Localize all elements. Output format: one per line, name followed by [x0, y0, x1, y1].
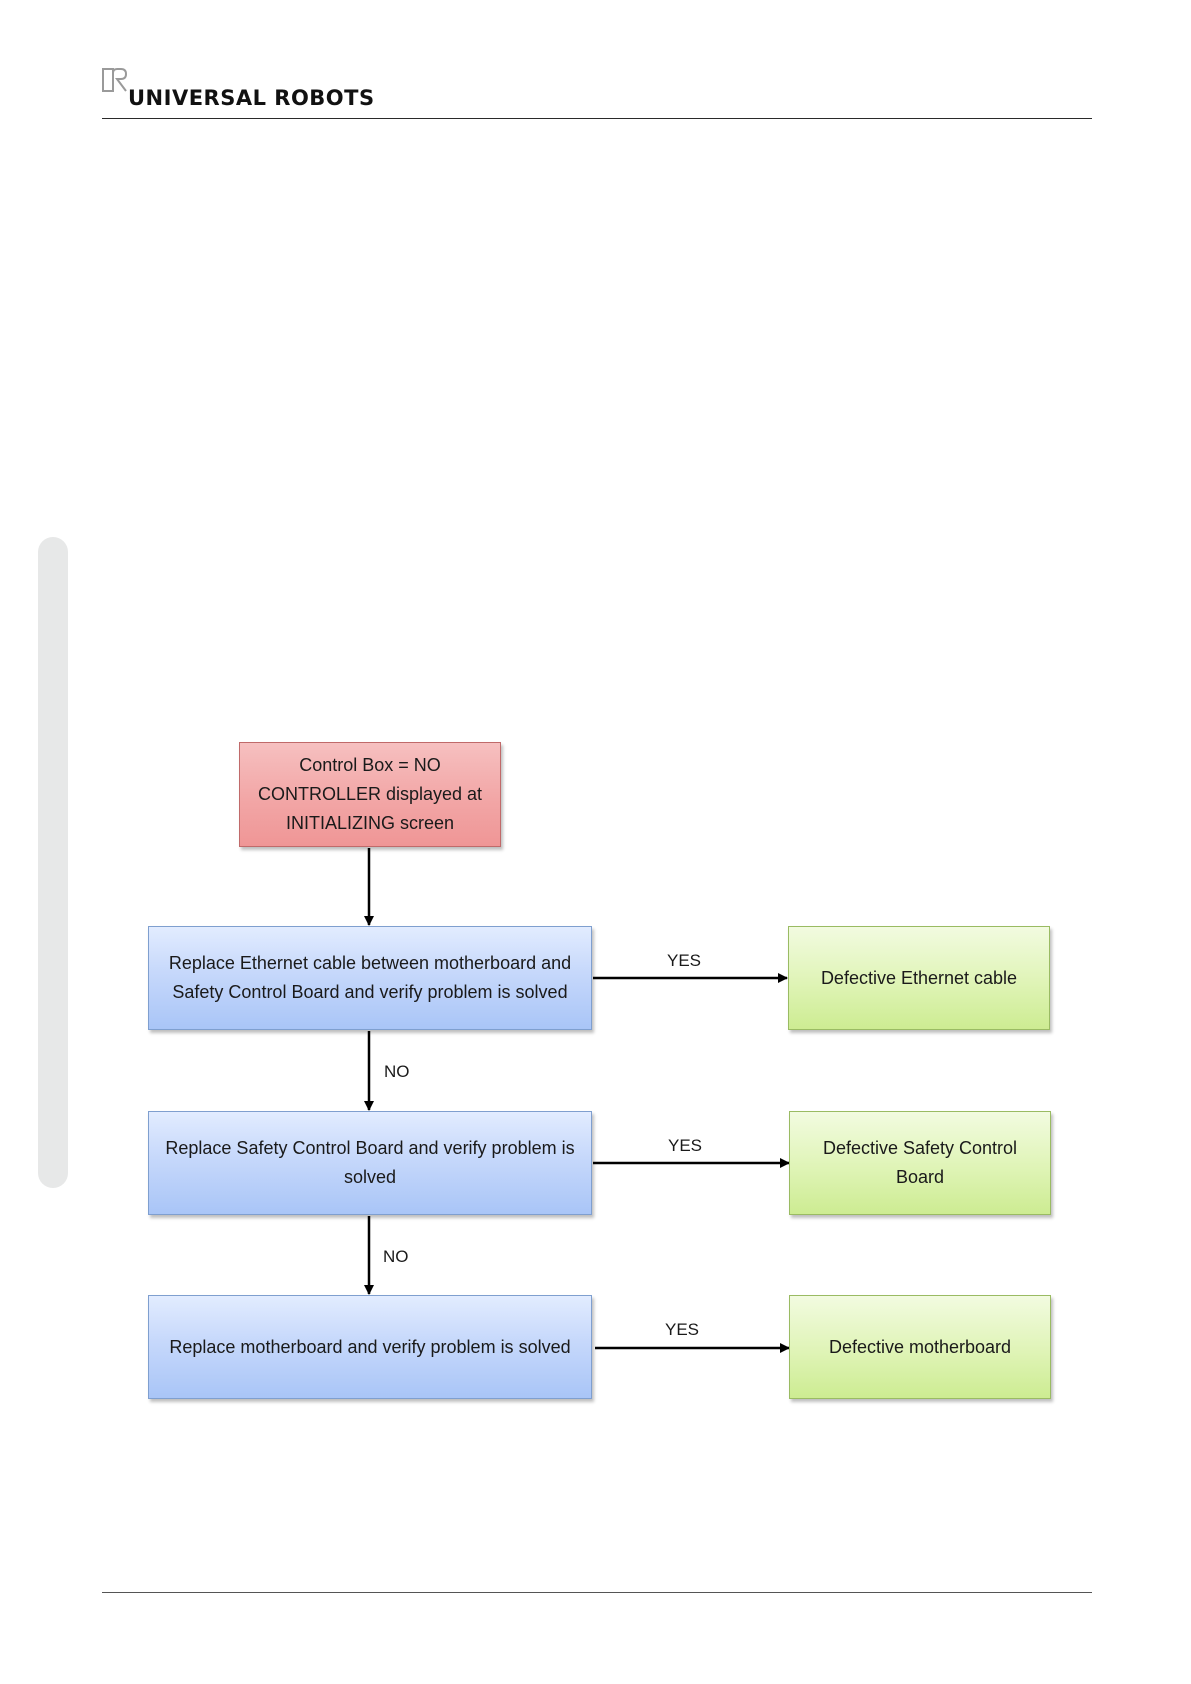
step-2-no-label: NO	[383, 1247, 409, 1266]
step-1-action: Replace Ethernet cable between motherboa…	[148, 926, 592, 1030]
start-node: Control Box = NO CONTROLLER displayed at…	[239, 742, 501, 847]
step-3-action-text: Replace motherboard and verify problem i…	[169, 1336, 571, 1357]
step-2-action: Replace Safety Control Board and verify …	[148, 1111, 592, 1215]
step-2-result-text: Defective Safety Control Board	[822, 1138, 1018, 1187]
header-rule	[102, 118, 1092, 119]
brand-name: UNIVERSAL ROBOTS	[128, 86, 375, 110]
step-1-result-text: Defective Ethernet cable	[820, 967, 1018, 988]
start-node-text: Control Box = NO CONTROLLER displayed at…	[257, 755, 483, 833]
step-3-result: Defective motherboard	[789, 1295, 1051, 1399]
step-1-result: Defective Ethernet cable	[788, 926, 1050, 1030]
side-tab	[38, 537, 68, 1188]
step-2-result: Defective Safety Control Board	[789, 1111, 1051, 1215]
step-1-yes-label: YES	[667, 951, 702, 970]
brand-logo: UNIVERSAL ROBOTS	[102, 66, 374, 114]
step-2-yes-label: YES	[668, 1136, 703, 1155]
ur-logo-icon	[102, 68, 128, 92]
step-3-result-text: Defective motherboard	[828, 1336, 1012, 1357]
step-3-action: Replace motherboard and verify problem i…	[148, 1295, 592, 1399]
step-1-no-label: NO	[384, 1062, 410, 1081]
step-3-yes-label: YES	[665, 1320, 700, 1339]
step-2-action-text: Replace Safety Control Board and verify …	[165, 1138, 575, 1187]
footer-rule	[102, 1592, 1092, 1593]
step-1-action-text: Replace Ethernet cable between motherboa…	[168, 953, 572, 1002]
